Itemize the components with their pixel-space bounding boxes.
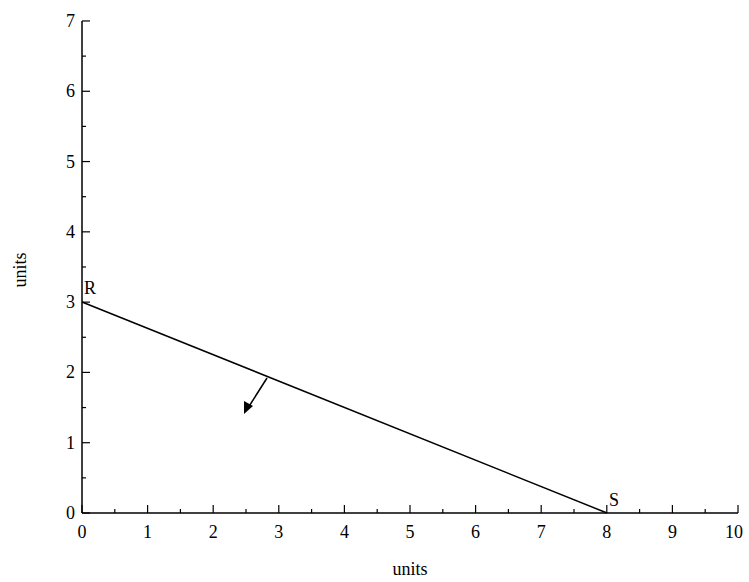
tick-label: 4 [66, 223, 75, 241]
tick-label: 1 [143, 523, 152, 541]
tick-label: 5 [406, 523, 415, 541]
axis-tick [344, 505, 345, 513]
axis-title: units [392, 560, 427, 578]
tick-label: 0 [66, 504, 75, 522]
axis-tick [147, 505, 148, 513]
tick-label: 2 [66, 363, 75, 381]
point-label: R [84, 279, 96, 297]
axis-tick [213, 505, 214, 513]
axis-tick [82, 20, 90, 21]
tick-label: 5 [66, 153, 75, 171]
tick-label: 6 [66, 82, 75, 100]
constraint-line [82, 302, 607, 513]
axis-tick [278, 505, 279, 513]
axis-tick [737, 505, 738, 513]
axis-tick [672, 505, 673, 513]
tick-label: 10 [725, 523, 743, 541]
tick-label: 6 [471, 523, 480, 541]
tick-label: 7 [537, 523, 546, 541]
tick-label: 2 [209, 523, 218, 541]
axis-tick [606, 505, 607, 513]
tick-label: 9 [668, 523, 677, 541]
axis-tick [409, 505, 410, 513]
y-axis [81, 21, 83, 513]
tick-label: 3 [274, 523, 283, 541]
tick-label: 3 [66, 293, 75, 311]
axis-tick [82, 91, 90, 92]
tick-label: 8 [602, 523, 611, 541]
tick-label: 1 [66, 434, 75, 452]
tick-label: 7 [66, 12, 75, 30]
axis-tick [82, 161, 90, 162]
axis-tick [82, 442, 90, 443]
axis-tick [82, 372, 90, 373]
axis-tick [475, 505, 476, 513]
axis-tick [82, 231, 90, 232]
tick-label: 4 [340, 523, 349, 541]
tick-label: 0 [78, 523, 87, 541]
axis-tick [541, 505, 542, 513]
point-label: S [609, 491, 619, 509]
arrow-head [244, 401, 253, 414]
axis-title: units [11, 252, 29, 287]
direction-arrow [248, 378, 267, 408]
x-axis [82, 512, 738, 514]
